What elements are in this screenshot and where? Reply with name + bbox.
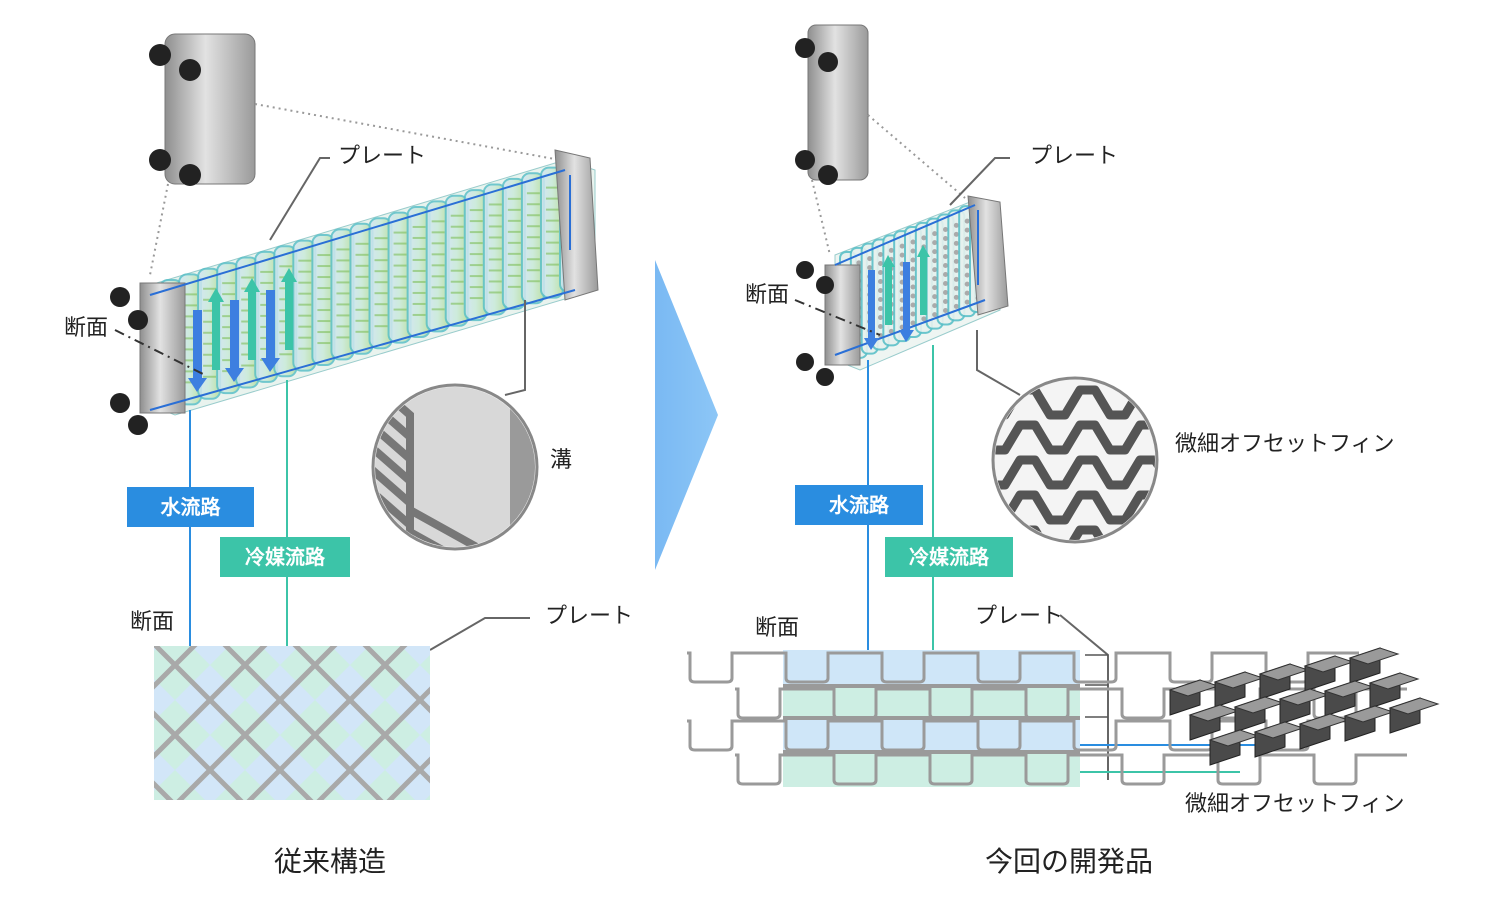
offset-fin-3d: [1168, 647, 1440, 766]
groove-label: 溝: [550, 448, 573, 473]
cross-section-label-right: 断面: [755, 616, 800, 641]
water-channel-tag-left: 水流路: [127, 487, 254, 527]
water-channel-tag-right: 水流路: [795, 485, 923, 525]
plate-stack-right: [794, 195, 1009, 386]
fin-label-bottom: 微細オフセットフィン: [1185, 792, 1405, 817]
cross-section-left: [154, 646, 430, 800]
fin-lens: [991, 376, 1159, 544]
caption-left: 従来構造: [274, 845, 387, 878]
cross-section-label-left: 断面: [130, 610, 175, 635]
section-label-right: 断面: [745, 283, 790, 308]
plate-label-left: プレート: [338, 144, 427, 169]
caption-right: 今回の開発品: [985, 845, 1154, 878]
fin-label: 微細オフセットフィン: [1175, 432, 1395, 457]
refrigerant-channel-tag-left: 冷媒流路: [220, 537, 350, 577]
small-exchanger-right: [795, 24, 869, 185]
small-exchanger-left: [149, 33, 256, 186]
section-label-left: 断面: [64, 316, 109, 341]
plate-stack-left: [110, 149, 599, 435]
plate-label-right: プレート: [1030, 144, 1119, 169]
transition-arrow: [655, 260, 718, 570]
cross-plate-label-left: プレート: [545, 604, 634, 629]
cross-plate-label-right: プレート: [975, 604, 1064, 629]
refrigerant-channel-tag-right: 冷媒流路: [885, 537, 1013, 577]
